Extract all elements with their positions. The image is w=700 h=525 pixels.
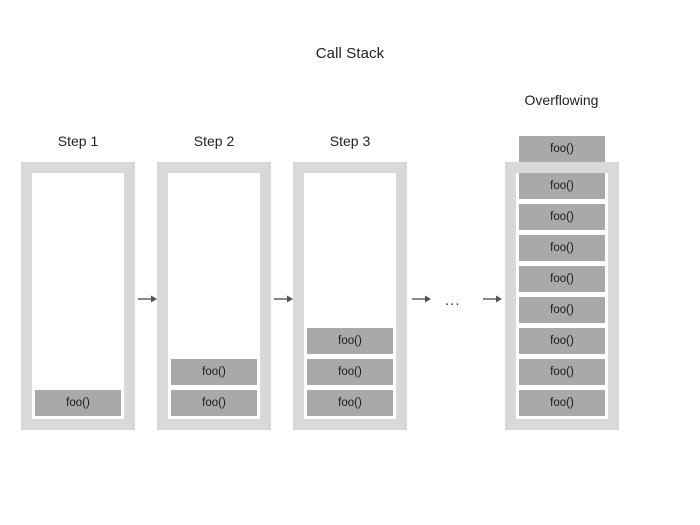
stack-inner-overflowing: foo() foo() foo() foo() foo() foo() foo(… — [516, 173, 608, 419]
call-frame-overflow: foo() — [519, 136, 605, 162]
stack-container-overflowing: foo() foo() foo() foo() foo() foo() foo(… — [505, 162, 619, 430]
call-frame: foo() — [519, 173, 605, 199]
stack-container-step-3: foo() foo() foo() — [293, 162, 407, 430]
page-title: Call Stack — [315, 45, 385, 62]
call-frame: foo() — [519, 297, 605, 323]
call-frame: foo() — [519, 204, 605, 230]
call-frame: foo() — [519, 235, 605, 261]
stack-inner-step-3: foo() foo() foo() — [304, 173, 396, 419]
column-label-step-1: Step 1 — [57, 133, 99, 149]
stack-container-step-1: foo() — [21, 162, 135, 430]
stack-container-step-2: foo() foo() — [157, 162, 271, 430]
call-frame: foo() — [519, 266, 605, 292]
arrow-step3-to-ellipsis-icon — [412, 295, 431, 303]
arrow-step1-to-step2-icon — [138, 295, 157, 303]
call-frame: foo() — [307, 359, 393, 385]
stack-inner-step-1: foo() — [32, 173, 124, 419]
column-label-step-2: Step 2 — [193, 133, 235, 149]
call-frame: foo() — [307, 390, 393, 416]
call-frame: foo() — [307, 328, 393, 354]
arrow-ellipsis-to-overflowing-icon — [483, 295, 502, 303]
column-label-overflowing: Overflowing — [524, 92, 599, 108]
ellipsis-label: ... — [445, 292, 461, 309]
call-frame: foo() — [519, 359, 605, 385]
call-frame: foo() — [519, 390, 605, 416]
stack-inner-step-2: foo() foo() — [168, 173, 260, 419]
call-frame: foo() — [171, 390, 257, 416]
call-frame: foo() — [519, 328, 605, 354]
call-frame: foo() — [35, 390, 121, 416]
arrow-step2-to-step3-icon — [274, 295, 293, 303]
column-label-step-3: Step 3 — [329, 133, 371, 149]
call-frame: foo() — [171, 359, 257, 385]
